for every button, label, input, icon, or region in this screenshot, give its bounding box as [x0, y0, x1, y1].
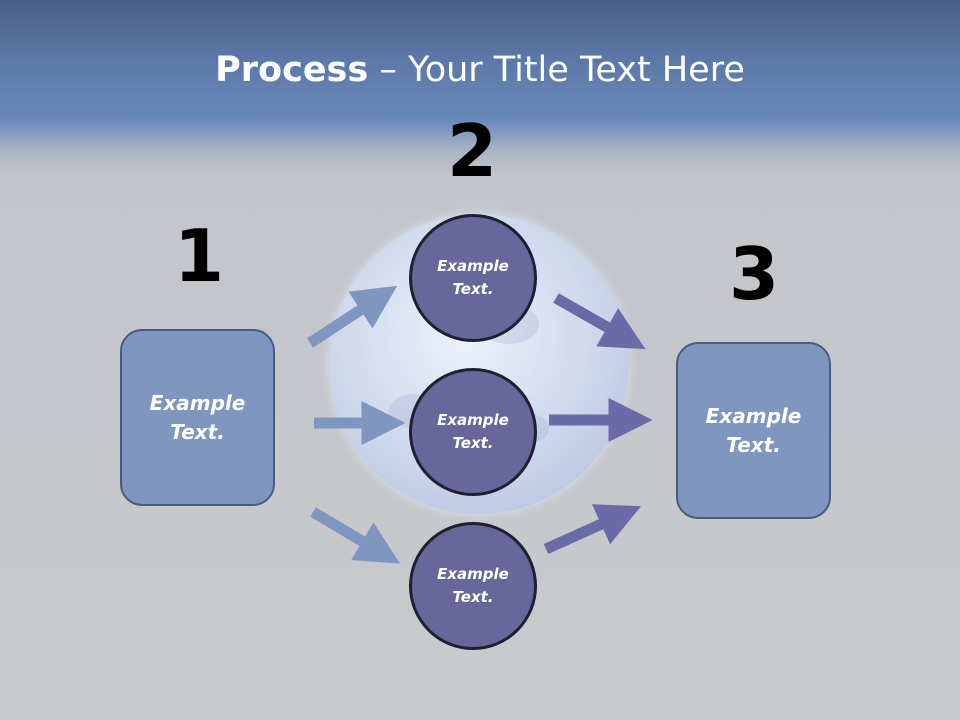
circle-middle-line2: Text.: [452, 434, 494, 452]
step-1-text-line1: Example: [149, 390, 246, 415]
step-2-circle-bottom: Example Text.: [409, 522, 537, 650]
step-2-circle-top: Example Text.: [409, 214, 537, 342]
step-3-text-line2: Text.: [726, 432, 781, 457]
step-number-3: 3: [728, 232, 780, 316]
title-bold-word: Process: [215, 50, 369, 90]
step-1-text-line2: Text.: [170, 419, 225, 444]
circle-bottom-line1: Example: [437, 565, 509, 583]
arrow-1-to-bottom: [310, 507, 401, 564]
arrow-1-to-top: [306, 285, 398, 348]
step-number-1: 1: [173, 214, 225, 298]
circle-top-line2: Text.: [452, 280, 494, 298]
step-number-2: 2: [446, 109, 498, 193]
title-rest: – Your Title Text Here: [368, 50, 745, 90]
circle-bottom-line2: Text.: [452, 588, 494, 606]
step-2-circle-middle: Example Text.: [409, 368, 537, 496]
circle-middle-line1: Example: [437, 411, 509, 429]
arrow-top-to-3: [553, 293, 646, 350]
step-3-text-line1: Example: [705, 403, 802, 428]
step-1-box: Example Text.: [120, 329, 275, 506]
arrow-bottom-to-3: [543, 504, 642, 555]
slide-title: Process – Your Title Text Here: [0, 50, 960, 90]
step-3-box: Example Text.: [676, 342, 831, 519]
circle-top-line1: Example: [437, 257, 509, 275]
